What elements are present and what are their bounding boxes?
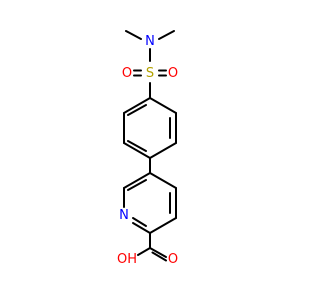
benzene-bond-1 — [149, 97, 177, 114]
atom-label-o-sulfonyl-right: O — [168, 66, 178, 81]
bond-methyl1-n — [125, 30, 142, 40]
molecule-diagram: N S O O N O OH — [117, 30, 178, 267]
bond-c-o-double-b — [151, 251, 167, 262]
pyridine-inner-bond-c — [127, 179, 147, 191]
structure-canvas: N S O O N O OH — [117, 30, 178, 267]
atom-label-o-sulfonyl-left: O — [122, 66, 132, 81]
atom-label-s: S — [146, 66, 154, 81]
atom-label-oh: OH — [117, 252, 137, 267]
pyridine-bond-4 — [132, 222, 151, 234]
atom-label-n-amine: N — [145, 34, 155, 49]
bond-c-o-double-a — [149, 247, 167, 258]
benzene-bond-4 — [123, 142, 151, 159]
atom-label-n-pyridine: N — [119, 208, 129, 223]
pyridine-bond-1 — [149, 172, 177, 189]
benzene-bond-6 — [123, 97, 151, 114]
bond-methyl2-n — [158, 30, 175, 40]
benzene-ring — [123, 97, 177, 159]
sulfonyl-group — [133, 69, 167, 99]
dimethylamino-group — [125, 30, 175, 62]
benzene-bond-3 — [149, 142, 177, 159]
pyridine-bond-3 — [149, 217, 177, 234]
carboxyl-group — [137, 232, 167, 262]
pyridine-ring — [123, 172, 177, 234]
benzene-inner-bond-b — [127, 140, 147, 152]
atom-label-o-carbonyl: O — [168, 252, 178, 267]
bond-c-oh — [137, 247, 151, 256]
pyridine-bond-6 — [123, 172, 151, 189]
benzene-inner-bond-c — [127, 104, 147, 116]
pyridine-inner-bond-b — [132, 217, 147, 227]
